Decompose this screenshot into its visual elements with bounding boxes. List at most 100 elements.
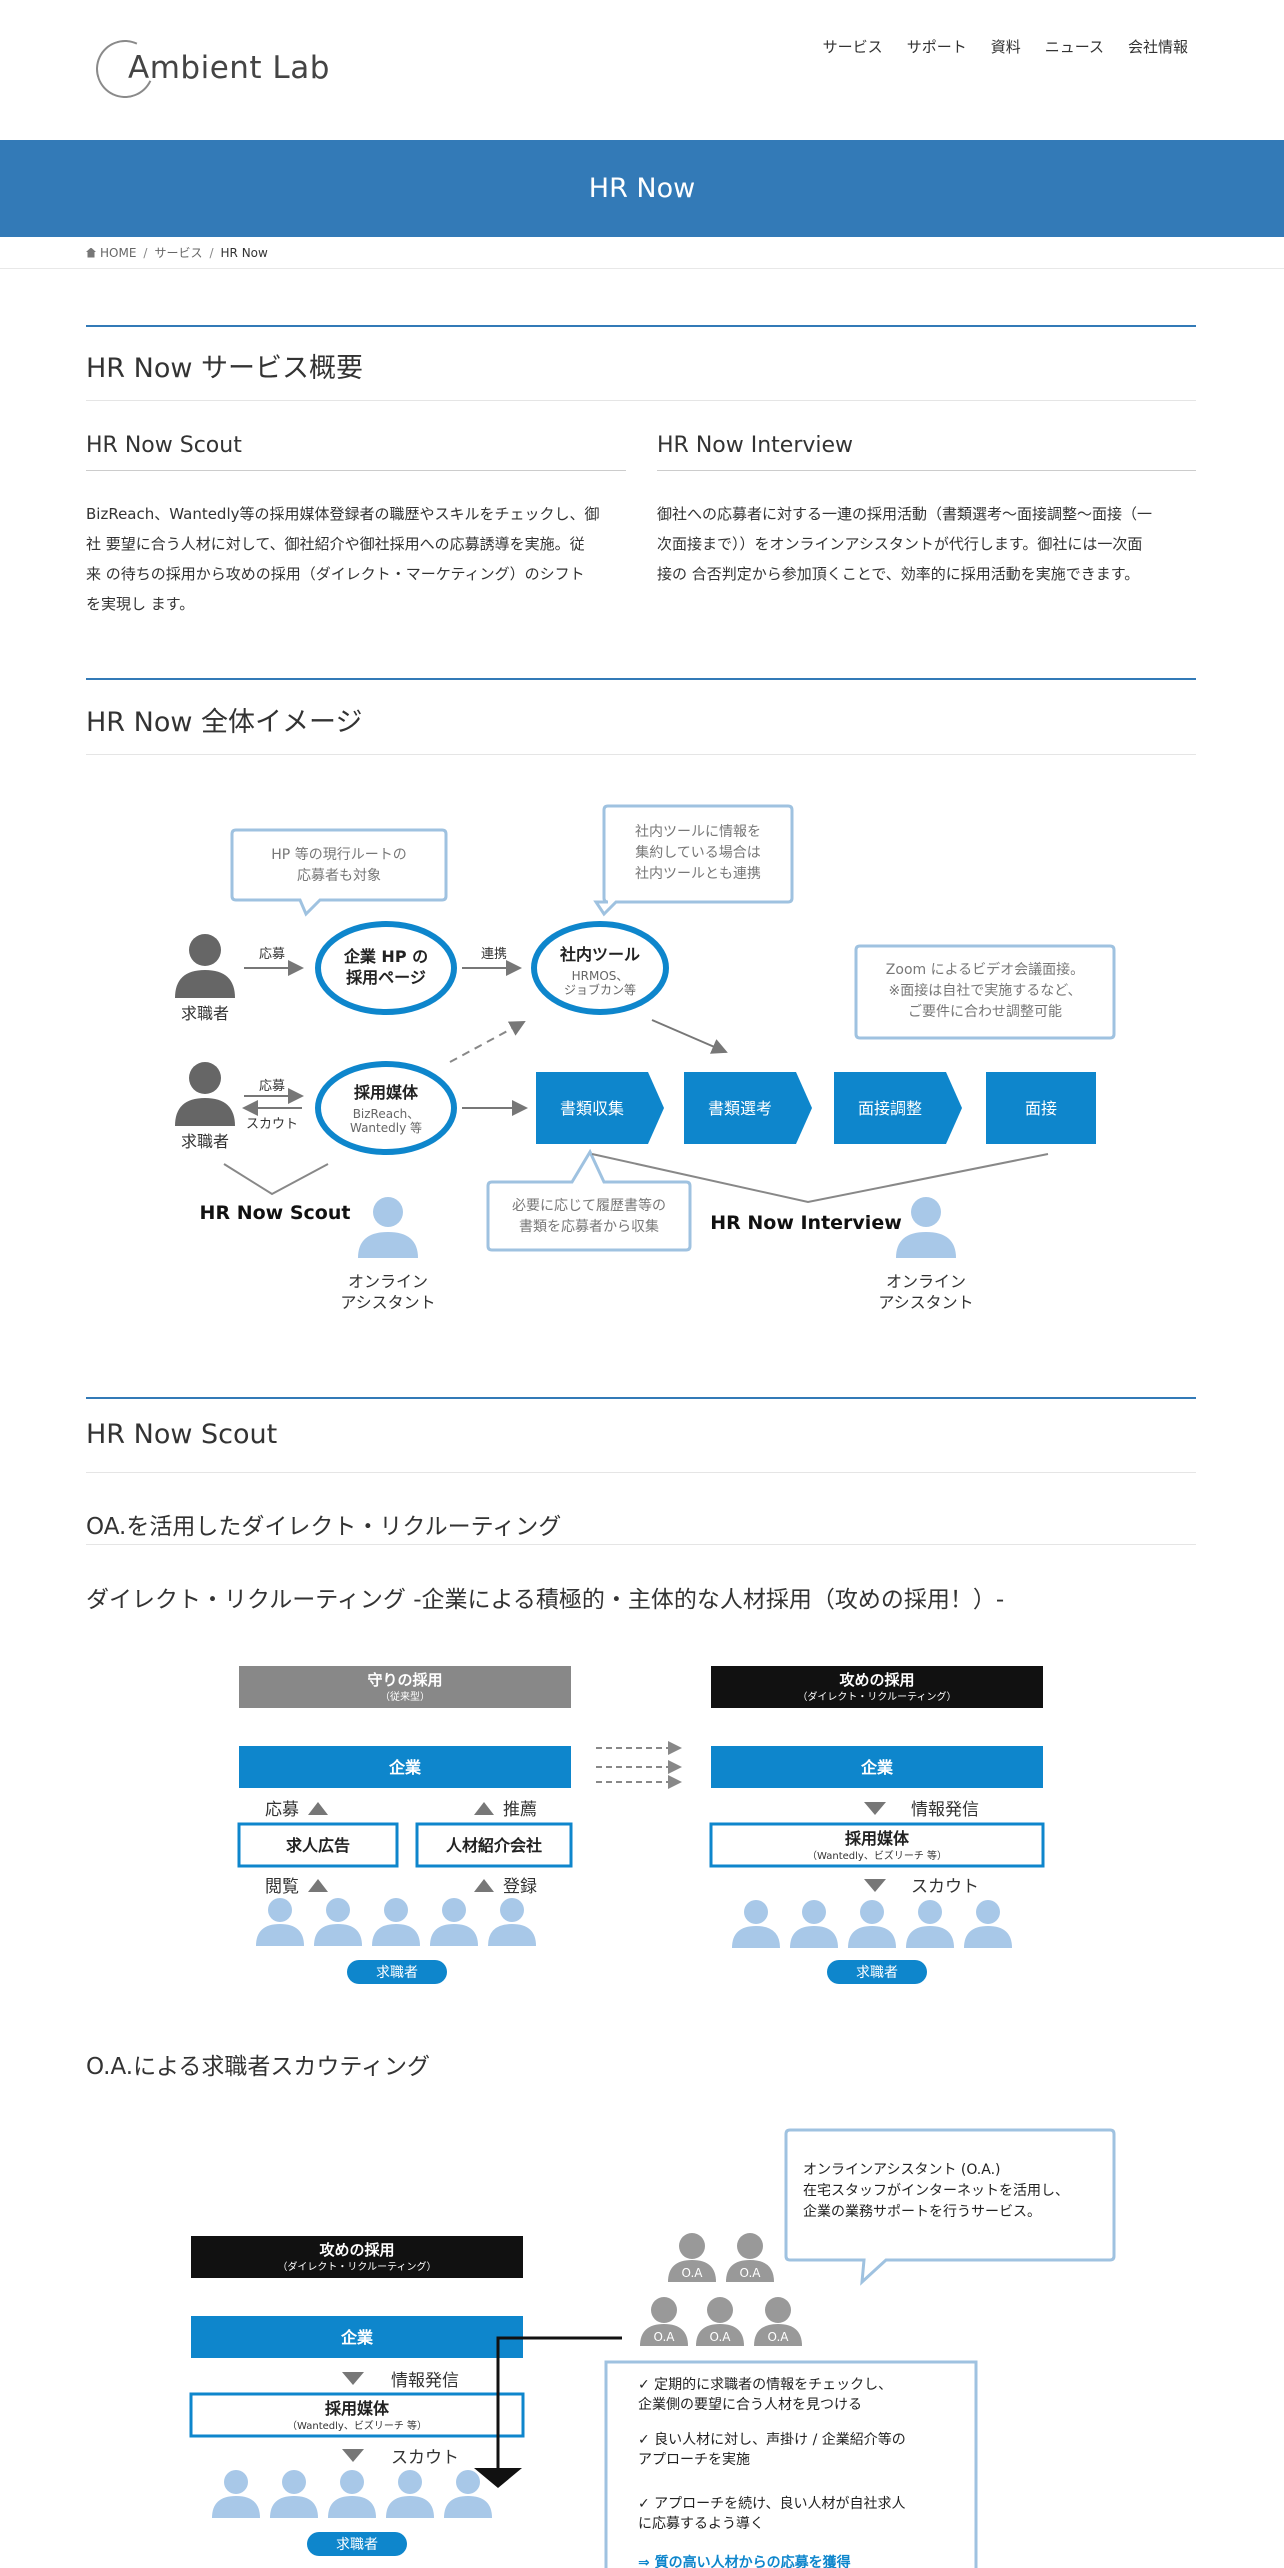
seeker-pill <box>307 2532 407 2556</box>
oa-person-label: O.A <box>768 2330 790 2344</box>
bubble-tool-line: 集約している場合は <box>635 844 761 861</box>
scout-bracket <box>223 1163 329 1196</box>
offensive-header-label: 攻めの採用 <box>839 1671 914 1689</box>
company-label: 企業 <box>388 1758 422 1777</box>
media-node-sub: BizReach、 <box>353 1107 420 1121</box>
register-label: 登録 <box>503 1877 537 1897</box>
hp-node-label: 採用ページ <box>346 968 426 987</box>
internal-tool-node <box>531 921 669 1015</box>
image-section-title: HR Now 全体イメージ <box>86 707 363 738</box>
seeker-pill-label: 求職者 <box>856 1965 898 1981</box>
recruiting-media-sub: （Wantedly、ビズリーチ 等） <box>807 1849 947 1862</box>
seeker-person-icon <box>314 1898 362 1946</box>
nav-documents[interactable]: 資料 <box>990 38 1021 56</box>
seeker-label: 求職者 <box>181 1004 229 1023</box>
company-box <box>711 1746 1043 1788</box>
bubble-zoom-line: Zoom によるビデオ会議面接。 <box>886 961 1084 978</box>
company-hp-node <box>315 921 457 1015</box>
breadcrumb-services[interactable]: サービス <box>154 246 203 260</box>
seeker-person-icon <box>212 2470 260 2518</box>
down-triangle-icon <box>342 2449 364 2462</box>
apply-label: 応募 <box>259 1079 285 1094</box>
offensive-header <box>191 2236 523 2278</box>
recruiting-media-box <box>189 2392 525 2438</box>
section-divider <box>86 754 1196 755</box>
global-nav: サービス サポート 資料 ニュース 会社情報 <box>823 36 1188 57</box>
recruiting-media-box <box>709 1822 1045 1868</box>
nav-company[interactable]: 会社情報 <box>1127 38 1188 56</box>
seeker-person-icon <box>848 1900 896 1948</box>
recruiting-media-label: 採用媒体 <box>325 2399 390 2418</box>
activity-result: ⇒ 質の高い人材からの応募を獲得 <box>638 2554 851 2568</box>
down-triangle-icon <box>864 1802 886 1815</box>
breadcrumb-home[interactable]: HOME <box>100 245 137 260</box>
seeker-person-icon <box>790 1900 838 1948</box>
nav-news[interactable]: ニュース <box>1044 38 1104 56</box>
seeker-person-icon <box>372 1898 420 1946</box>
scout-description-line: BizReach、Wantedly等の採用媒体登録者の職歴やスキルをチェックし、… <box>86 505 600 523</box>
offensive-header-sub: （ダイレクト・リクルーティング） <box>797 1690 956 1703</box>
logo-text: Ambient Lab <box>128 50 330 86</box>
seeker-person-icon <box>488 1898 536 1946</box>
scout-section-title: HR Now Scout <box>86 1419 278 1450</box>
seeker-pill-label: 求職者 <box>376 1965 418 1981</box>
recommend-label: 推薦 <box>503 1800 537 1820</box>
breadcrumb: HOME / サービス / HR Now <box>0 237 1284 269</box>
bubble-resume-line: 必要に応じて履歴書等の <box>512 1197 666 1214</box>
assistant-label: アシスタント <box>878 1293 973 1312</box>
interview-description-line: 御社への応募者に対する一連の採用活動（書類選考〜面接調整〜面接（一 <box>657 505 1153 523</box>
home-icon <box>86 247 96 258</box>
seeker-person-icon <box>906 1900 954 1948</box>
company-box <box>191 2316 523 2358</box>
media-to-tool-dashed-arrow <box>449 1021 526 1063</box>
step-interview: 面接 <box>986 1072 1096 1144</box>
bubble-tool-line: 社内ツールに情報を <box>635 824 761 840</box>
section-top-rule <box>86 1397 1196 1399</box>
bubble-hp-line: HP 等の現行ルートの <box>271 846 406 863</box>
scout-description-line: 来 の待ちの採用から攻めの採用（ダイレクト・マーケティング）のシフト <box>86 565 585 583</box>
scout-label: スカウト <box>911 1877 979 1897</box>
nav-support[interactable]: サポート <box>906 38 967 56</box>
job-seeker-person-icon <box>175 1062 235 1126</box>
oa-definition-bubble: オンラインアシスタント (O.A.) 在宅スタッフがインターネットを活用し、 企… <box>784 2128 1116 2286</box>
section-top-rule <box>86 678 1196 680</box>
oa-person-label: O.A <box>740 2266 762 2280</box>
activity-line: ✓ アプローチを続け、良い人材が自社求人 <box>638 2495 905 2512</box>
section-divider <box>86 1544 1196 1545</box>
interview-description-line: 次面接まで））をオンラインアシスタントが代行します。御社には一次面 <box>657 535 1143 553</box>
direct-recruiting-subtitle: OA.を活用したダイレクト・リクルーティング <box>86 1514 562 1540</box>
ambient-lab-logo[interactable]: Ambient Lab <box>87 31 356 107</box>
oa-person-label: O.A <box>654 2330 676 2344</box>
tool-to-steps-arrow <box>651 1019 728 1054</box>
defensive-vs-offensive-diagram: 守りの採用 （従来型） 企業 応募 推薦 求人広告 人材紹介会社 閲覧 登録 求… <box>237 1666 1045 1984</box>
oa-connector-line <box>496 2336 622 2470</box>
tool-node-sub: HRMOS、 <box>572 969 629 983</box>
defensive-header-label: 守りの採用 <box>367 1671 442 1689</box>
bubble-tool-line: 社内ツールとも連携 <box>635 866 761 882</box>
interview-description-line: 接の 合否判定から参加頂くことで、効率的に採用活動を実施できます。 <box>657 565 1140 583</box>
offensive-header-label: 攻めの採用 <box>319 2241 394 2259</box>
nav-services[interactable]: サービス <box>822 38 883 56</box>
down-triangle-icon <box>864 1879 886 1892</box>
interview-diagram-label: HR Now Interview <box>710 1212 902 1234</box>
oa-person-label: O.A <box>710 2330 732 2344</box>
info-label: 情報発信 <box>391 2371 459 2391</box>
apply-label: 応募 <box>265 1800 299 1820</box>
step-label: 面接 <box>1025 1099 1057 1118</box>
breadcrumb-separator: / <box>209 245 214 260</box>
step-document-screening: 書類選考 <box>684 1072 812 1144</box>
tool-node-sub: ジョブカン等 <box>564 982 636 997</box>
scout-description-line: を実現し ます。 <box>86 595 195 613</box>
seeker-person-icon <box>256 1898 304 1946</box>
activity-line: に応募するよう導く <box>638 2516 764 2532</box>
step-label: 書類収集 <box>560 1099 624 1118</box>
seeker-pill <box>347 1960 447 1984</box>
assistant-label: オンライン <box>886 1272 966 1291</box>
tool-node-label: 社内ツール <box>559 945 640 964</box>
bubble-hp-route: HP 等の現行ルートの 応募者も対象 <box>230 828 448 917</box>
breadcrumb-separator: / <box>143 245 148 260</box>
up-triangle-icon <box>308 1879 328 1892</box>
defensive-header-sub: （従来型） <box>380 1690 430 1703</box>
agency-box <box>415 1822 573 1868</box>
company-label: 企業 <box>340 2328 374 2347</box>
